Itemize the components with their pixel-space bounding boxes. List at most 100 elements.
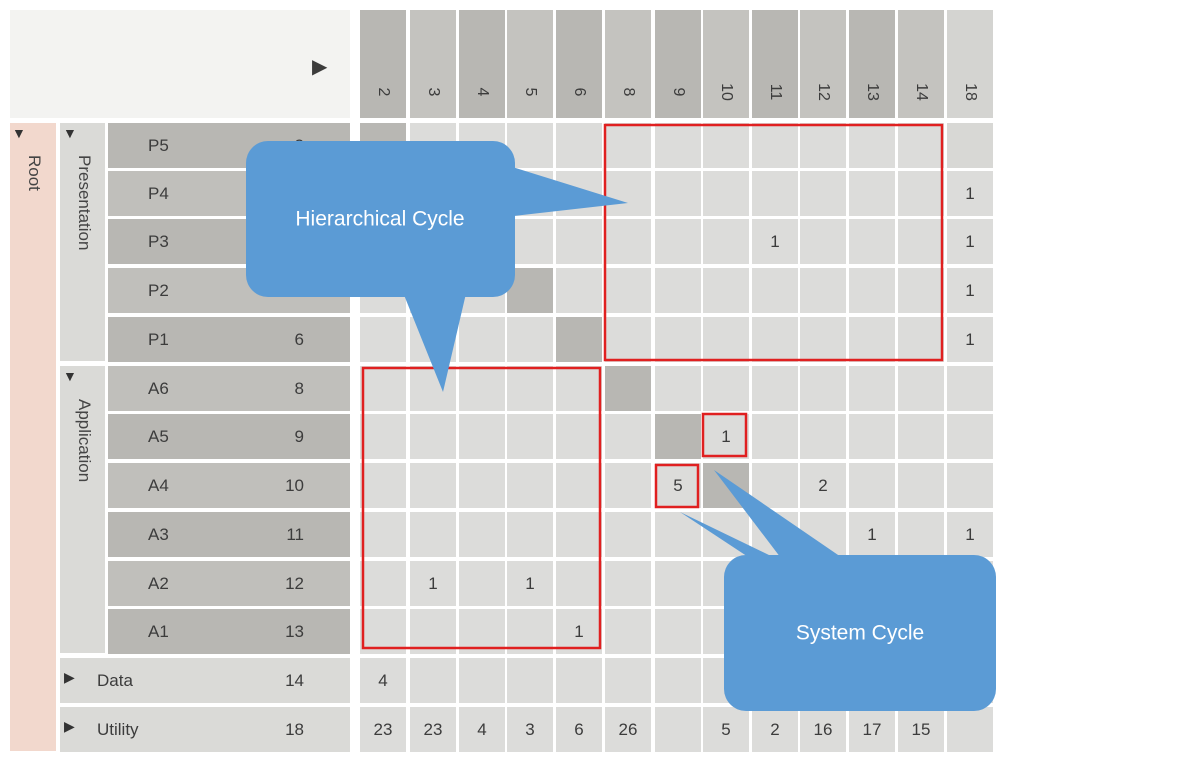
matrix-cell[interactable] — [898, 707, 944, 752]
matrix-cell[interactable] — [459, 463, 505, 508]
matrix-cell[interactable] — [947, 366, 993, 411]
matrix-cell[interactable] — [605, 658, 651, 703]
matrix-cell[interactable] — [752, 366, 798, 411]
matrix-cell[interactable] — [800, 366, 846, 411]
matrix-cell[interactable] — [507, 317, 553, 362]
matrix-cell[interactable] — [459, 414, 505, 459]
matrix-cell[interactable] — [507, 463, 553, 508]
matrix-cell[interactable] — [849, 366, 895, 411]
matrix-cell[interactable] — [898, 268, 944, 313]
matrix-cell[interactable] — [556, 512, 602, 557]
matrix-cell[interactable] — [605, 366, 651, 411]
matrix-cell[interactable] — [459, 512, 505, 557]
matrix-cell[interactable] — [360, 414, 406, 459]
matrix-cell[interactable] — [800, 171, 846, 216]
matrix-cell[interactable] — [898, 512, 944, 557]
matrix-cell[interactable] — [410, 414, 456, 459]
matrix-cell[interactable] — [507, 707, 553, 752]
matrix-cell[interactable] — [655, 366, 701, 411]
matrix-cell[interactable] — [507, 414, 553, 459]
matrix-cell[interactable] — [556, 123, 602, 168]
matrix-cell[interactable] — [556, 561, 602, 606]
matrix-cell[interactable] — [410, 561, 456, 606]
matrix-cell[interactable] — [849, 219, 895, 264]
matrix-cell[interactable] — [605, 171, 651, 216]
group-application[interactable] — [60, 366, 105, 653]
matrix-cell[interactable] — [703, 171, 749, 216]
column-header[interactable] — [360, 10, 406, 118]
matrix-cell[interactable] — [703, 219, 749, 264]
matrix-cell[interactable] — [849, 171, 895, 216]
matrix-cell[interactable] — [459, 366, 505, 411]
matrix-cell[interactable] — [800, 123, 846, 168]
matrix-cell[interactable] — [605, 609, 651, 654]
matrix-cell[interactable] — [655, 707, 701, 752]
matrix-cell[interactable] — [556, 658, 602, 703]
matrix-cell[interactable] — [556, 463, 602, 508]
matrix-cell[interactable] — [947, 414, 993, 459]
triangle-down-icon[interactable]: ▼ — [12, 125, 26, 141]
matrix-cell[interactable] — [410, 658, 456, 703]
matrix-cell[interactable] — [752, 219, 798, 264]
matrix-cell[interactable] — [410, 512, 456, 557]
matrix-cell[interactable] — [752, 463, 798, 508]
matrix-cell[interactable] — [556, 609, 602, 654]
matrix-cell[interactable] — [655, 561, 701, 606]
matrix-cell[interactable] — [655, 123, 701, 168]
column-header[interactable] — [898, 10, 944, 118]
matrix-cell[interactable] — [556, 268, 602, 313]
matrix-cell[interactable] — [849, 463, 895, 508]
matrix-cell[interactable] — [605, 463, 651, 508]
matrix-cell[interactable] — [849, 512, 895, 557]
matrix-cell[interactable] — [605, 414, 651, 459]
matrix-cell[interactable] — [605, 707, 651, 752]
column-header[interactable] — [605, 10, 651, 118]
matrix-cell[interactable] — [800, 463, 846, 508]
matrix-cell[interactable] — [898, 219, 944, 264]
column-header[interactable] — [556, 10, 602, 118]
matrix-cell[interactable] — [655, 219, 701, 264]
root-group-bar[interactable] — [10, 123, 56, 751]
matrix-cell[interactable] — [507, 561, 553, 606]
matrix-cell[interactable] — [459, 561, 505, 606]
matrix-cell[interactable] — [360, 512, 406, 557]
matrix-cell[interactable] — [703, 268, 749, 313]
matrix-cell[interactable] — [556, 317, 602, 362]
matrix-cell[interactable] — [849, 268, 895, 313]
matrix-cell[interactable] — [752, 268, 798, 313]
matrix-cell[interactable] — [360, 609, 406, 654]
matrix-cell[interactable] — [947, 123, 993, 168]
group-presentation[interactable] — [60, 123, 105, 361]
matrix-cell[interactable] — [507, 512, 553, 557]
matrix-cell[interactable] — [360, 366, 406, 411]
matrix-cell[interactable] — [898, 366, 944, 411]
matrix-cell[interactable] — [605, 512, 651, 557]
matrix-cell[interactable] — [800, 268, 846, 313]
matrix-cell[interactable] — [556, 366, 602, 411]
matrix-cell[interactable] — [459, 317, 505, 362]
matrix-cell[interactable] — [849, 707, 895, 752]
column-header[interactable] — [703, 10, 749, 118]
column-header[interactable] — [459, 10, 505, 118]
matrix-cell[interactable] — [947, 707, 993, 752]
matrix-cell[interactable] — [655, 268, 701, 313]
matrix-cell[interactable] — [507, 366, 553, 411]
matrix-cell[interactable] — [410, 463, 456, 508]
matrix-cell[interactable] — [898, 171, 944, 216]
matrix-cell[interactable] — [507, 609, 553, 654]
matrix-cell[interactable] — [800, 414, 846, 459]
matrix-cell[interactable] — [360, 317, 406, 362]
matrix-cell[interactable] — [752, 123, 798, 168]
matrix-cell[interactable] — [507, 658, 553, 703]
matrix-cell[interactable] — [898, 317, 944, 362]
matrix-cell[interactable] — [752, 707, 798, 752]
matrix-cell[interactable] — [703, 317, 749, 362]
matrix-cell[interactable] — [360, 707, 406, 752]
matrix-cell[interactable] — [605, 123, 651, 168]
matrix-cell[interactable] — [360, 658, 406, 703]
